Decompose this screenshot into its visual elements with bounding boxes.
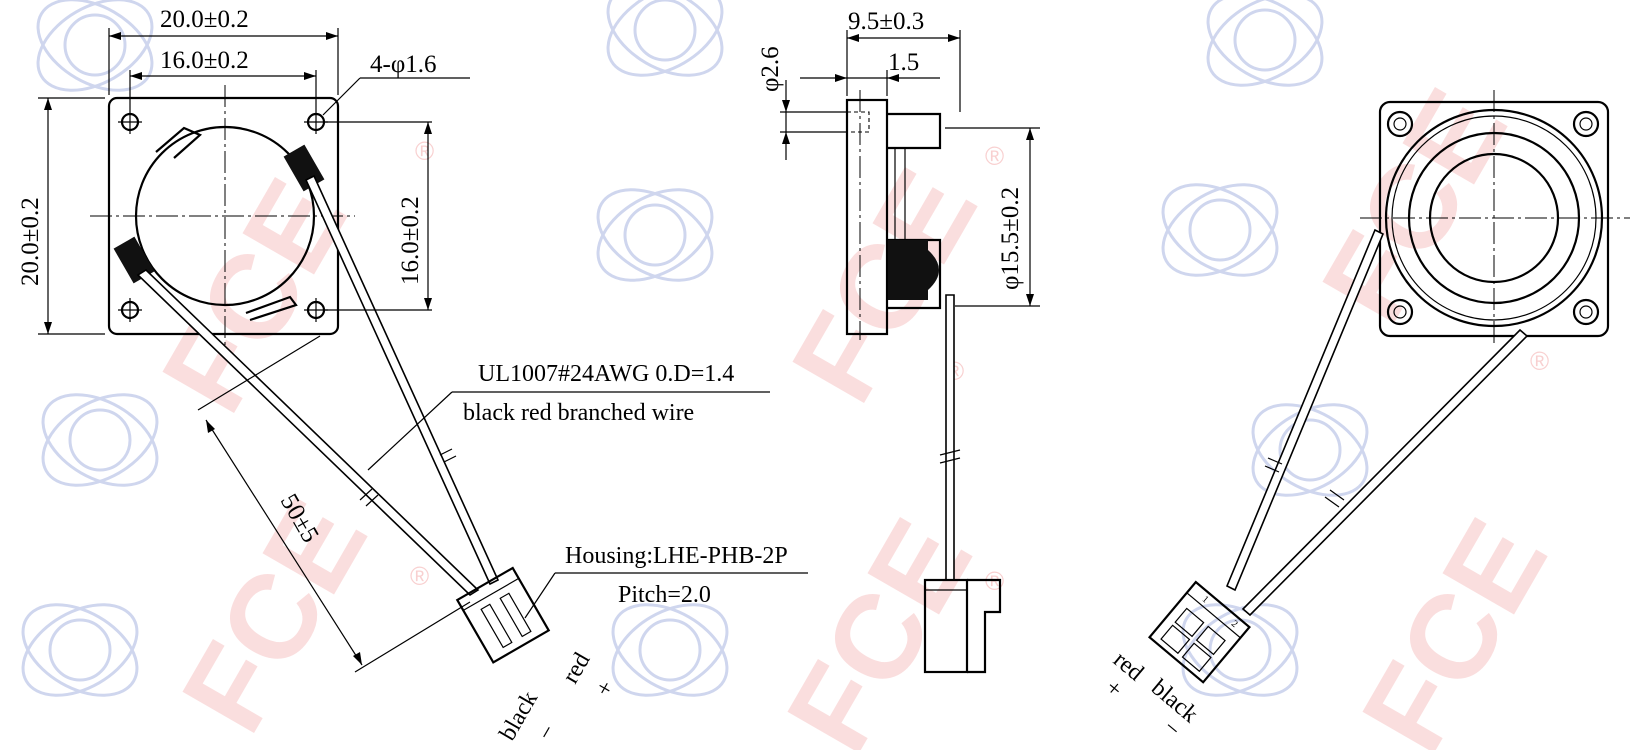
watermark-logo (1161, 183, 1279, 277)
rear-mounting-holes (1386, 110, 1600, 326)
watermark-logo (611, 603, 729, 697)
dim-hole-spec: 4-φ1.6 (370, 51, 437, 78)
dim-outer-height: 20.0±0.2 (17, 197, 44, 286)
pitch-label: Pitch=2.0 (618, 582, 711, 608)
watermark-registered: ® (410, 561, 429, 591)
pin-label-black: black (495, 687, 544, 745)
watermark-registered: ® (1530, 346, 1549, 376)
connector-housing (455, 566, 551, 664)
dim-hole-pitch-width: 16.0±0.2 (160, 47, 249, 74)
rear-sign-plus: + (1100, 675, 1127, 704)
watermark-brand: FCE (1336, 498, 1572, 750)
watermark-logo (596, 188, 714, 282)
dim-cone-dia: φ15.5±0.2 (997, 187, 1024, 290)
dim-flange: 1.5 (888, 49, 919, 76)
rear-lead-wire (1241, 328, 1529, 617)
rear-magnet-outer (1384, 108, 1604, 328)
watermark-logo (606, 0, 724, 77)
pin-sign-minus: − (533, 720, 562, 745)
speaker-cone (134, 125, 316, 307)
watermark-brand: FCE (156, 478, 392, 750)
watermark-logo (1251, 403, 1369, 497)
watermark-logo (36, 0, 154, 92)
watermark-brand: FCE (766, 148, 1002, 423)
wire-spec-label: UL1007#24AWG 0.D=1.4 (478, 361, 734, 387)
rear-magnet-inner (1407, 131, 1581, 305)
rear-lead-wire (1225, 228, 1385, 592)
cone-tab (155, 126, 203, 159)
cone-tab (245, 295, 298, 322)
watermark-registered: ® (985, 141, 1004, 171)
dim-outer-width: 20.0±0.2 (160, 6, 249, 33)
watermark-logo (1206, 0, 1324, 87)
side-view: 9.5±0.3 1.5 φ2.6 φ15.5±0.2 (757, 8, 1040, 674)
watermark-logo (21, 603, 139, 697)
mounting-holes (118, 110, 328, 322)
pin-number-1: 1 (1200, 594, 1211, 606)
dim-hole-pitch-height: 16.0±0.2 (397, 196, 424, 285)
watermark-brand: FCE (761, 498, 997, 750)
lead-wires (136, 174, 500, 597)
watermark-registered: ® (415, 136, 434, 166)
watermark-logo (41, 393, 159, 487)
side-flange (845, 98, 889, 336)
side-connector (923, 578, 1002, 674)
rear-connector: 1 2 (1147, 580, 1251, 684)
pin-number-2: 2 (1229, 618, 1240, 630)
wire-desc-label: black red branched wire (463, 400, 694, 426)
side-terminal (888, 240, 928, 300)
dim-total-thickness: 9.5±0.3 (848, 8, 924, 35)
front-view: 20.0±0.2 16.0±0.2 4-φ1.6 20.0±0.2 16.0±0… (17, 6, 808, 745)
rear-sign-minus: − (1158, 715, 1185, 744)
side-magnet-top (887, 112, 942, 150)
side-lead-wire (945, 294, 955, 581)
pin-label-red: red (558, 648, 596, 688)
dim-hole-dia: φ2.6 (757, 46, 784, 92)
housing-label: Housing:LHE-PHB-2P (565, 543, 788, 569)
